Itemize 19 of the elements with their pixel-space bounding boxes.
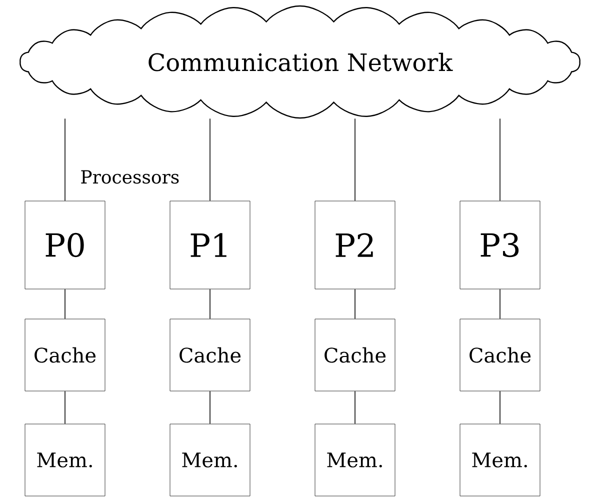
memory-box: Mem. bbox=[24, 424, 106, 496]
processor-box: P1 bbox=[170, 200, 250, 290]
connector-line bbox=[354, 288, 356, 320]
connector-line bbox=[64, 390, 66, 424]
memory-box: Mem. bbox=[460, 424, 540, 496]
cache-box: Cache bbox=[24, 318, 106, 392]
processor-box: P2 bbox=[314, 200, 396, 290]
memory-box: Mem. bbox=[314, 424, 396, 496]
cache-box: Cache bbox=[314, 318, 396, 392]
connector-line bbox=[354, 390, 356, 424]
connector-line bbox=[64, 288, 66, 320]
connector-line bbox=[354, 118, 356, 202]
processor-box: P0 bbox=[24, 200, 106, 290]
connector-line bbox=[64, 118, 66, 202]
text-label: Processors bbox=[81, 170, 179, 184]
memory-box: Mem. bbox=[170, 424, 250, 496]
cache-box: Cache bbox=[460, 318, 540, 392]
cache-box: Cache bbox=[170, 318, 250, 392]
processor-box: P3 bbox=[460, 200, 540, 290]
